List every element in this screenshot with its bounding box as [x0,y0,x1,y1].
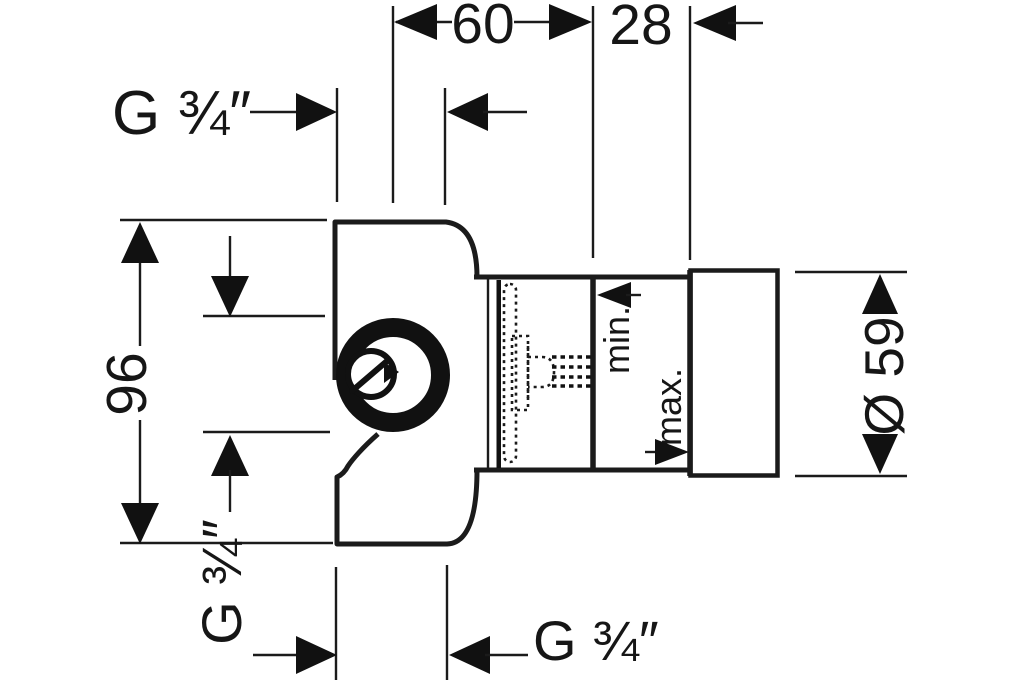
max-label: max. [648,368,689,446]
thread-label-side-port: G ¾″ [190,519,253,645]
hidden-spindle-thread [552,355,594,388]
lever-tip-icon [384,362,399,383]
arrowhead-left-icon [447,93,488,131]
thread-label-top: G ¾″ [112,79,251,148]
arrowhead-right-icon [296,636,337,674]
hidden-flange-outline [502,282,518,464]
min-label: min. [596,306,637,374]
dimension-28-value: 28 [609,0,672,57]
cartridge-flange-bar [496,280,501,468]
arrowhead-right-icon [549,4,592,40]
extension-lines [120,6,907,680]
thread-callout-top: G ¾″ [112,79,527,148]
arrowhead-left-icon [449,636,490,674]
body-outline-lower-left [334,432,480,547]
arrowhead-up-icon [121,222,159,263]
dimension-60-value: 60 [451,0,514,56]
union-nut-ring [336,318,450,432]
arrowhead-down-icon [211,276,249,317]
valve-cartridge-hidden-lines [486,278,594,469]
arrowhead-left-icon [693,5,736,41]
hidden-cartridge-body [510,334,530,412]
arrowhead-up-icon [211,435,249,476]
arrowhead-up-icon [862,274,898,314]
dimension-diameter-value: Ø 59 [853,316,915,435]
shutoff-lever [349,358,390,394]
hidden-spindle-cup [526,346,556,400]
dimension-96-value: 96 [95,352,159,415]
arrowhead-right-icon [296,93,337,131]
body-outline-upper-left [332,219,480,380]
dimension-diameter-59: Ø 59 [853,274,915,474]
max-marker: max. [645,368,689,465]
valve-body [332,219,780,547]
arrowhead-left-icon [394,4,437,40]
min-marker: min. [596,282,641,374]
dimension-28: 28 [609,0,763,57]
arrowhead-left-icon [597,282,631,308]
thread-label-bottom: G ¾″ [533,609,659,672]
side-port-markers: G ¾″ [190,236,253,645]
protective-sleeve [688,268,780,478]
thread-callout-bottom: G ¾″ [253,609,659,674]
dimension-96: 96 [95,222,159,544]
dimension-60: 60 [394,0,592,56]
arrowhead-down-icon [862,434,898,474]
arrowhead-down-icon [121,503,159,544]
arrowhead-right-icon [655,439,689,465]
